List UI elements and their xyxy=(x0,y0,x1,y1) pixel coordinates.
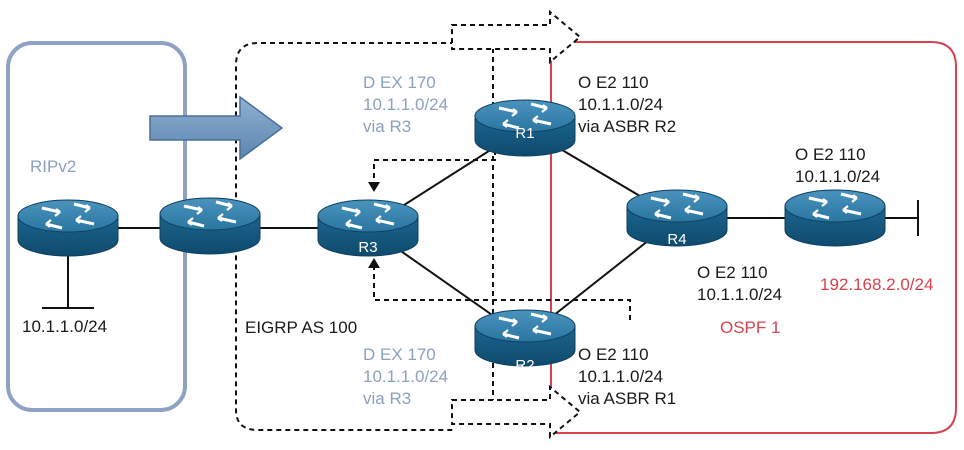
router-rip-icon xyxy=(16,198,120,258)
redistribution-arrow xyxy=(149,95,284,161)
r2-eigrp-route-type: D EX 170 xyxy=(363,345,436,364)
r1-ospf-route-type: O E2 110 xyxy=(578,73,649,92)
arrowhead-to-r3-bottom xyxy=(368,258,380,268)
r1-ospf-route-nexthop: via ASBR R2 xyxy=(578,117,677,136)
r1-ospf-route-prefix: 10.1.1.0/24 xyxy=(578,95,664,114)
router-asbr-icon xyxy=(158,196,262,256)
r4-ospf-route-prefix: 10.1.1.0/24 xyxy=(697,285,783,304)
ospf-region-label: OSPF 1 xyxy=(720,318,781,337)
dashed-arrow-top xyxy=(451,9,582,65)
ospf-domain-box xyxy=(551,41,957,434)
dashed-arrow-bottom xyxy=(451,384,582,440)
eigrp-region-label: EIGRP AS 100 xyxy=(245,318,358,337)
r2-eigrp-route-nexthop: via R3 xyxy=(363,389,412,408)
ospf-network-label: 192.168.2.0/24 xyxy=(820,275,934,294)
r2-eigrp-route-prefix: 10.1.1.0/24 xyxy=(363,367,449,386)
router-edge-icon xyxy=(783,188,887,248)
edge-ospf-route-type: O E2 110 xyxy=(795,145,866,164)
edge-ospf-route-prefix: 10.1.1.0/24 xyxy=(795,167,881,186)
router-r1-label: R1 xyxy=(515,125,535,142)
r2-ospf-route-nexthop: via ASBR R1 xyxy=(578,389,677,408)
rip-network-label: 10.1.1.0/24 xyxy=(22,317,108,336)
r2-ospf-route-prefix: 10.1.1.0/24 xyxy=(578,367,664,386)
r1-eigrp-route-nexthop: via R3 xyxy=(363,117,412,136)
r4-ospf-route-type: O E2 110 xyxy=(697,263,768,282)
router-r3-label: R3 xyxy=(358,239,378,256)
r1-eigrp-route-type: D EX 170 xyxy=(363,73,436,92)
router-r2-label: R2 xyxy=(515,357,535,374)
rip-region-label: RIPv2 xyxy=(30,157,77,176)
router-r4-label: R4 xyxy=(667,231,687,248)
arrowhead-to-r3-top xyxy=(368,182,380,192)
r1-eigrp-route-prefix: 10.1.1.0/24 xyxy=(363,95,449,114)
r2-ospf-route-type: O E2 110 xyxy=(578,345,649,364)
